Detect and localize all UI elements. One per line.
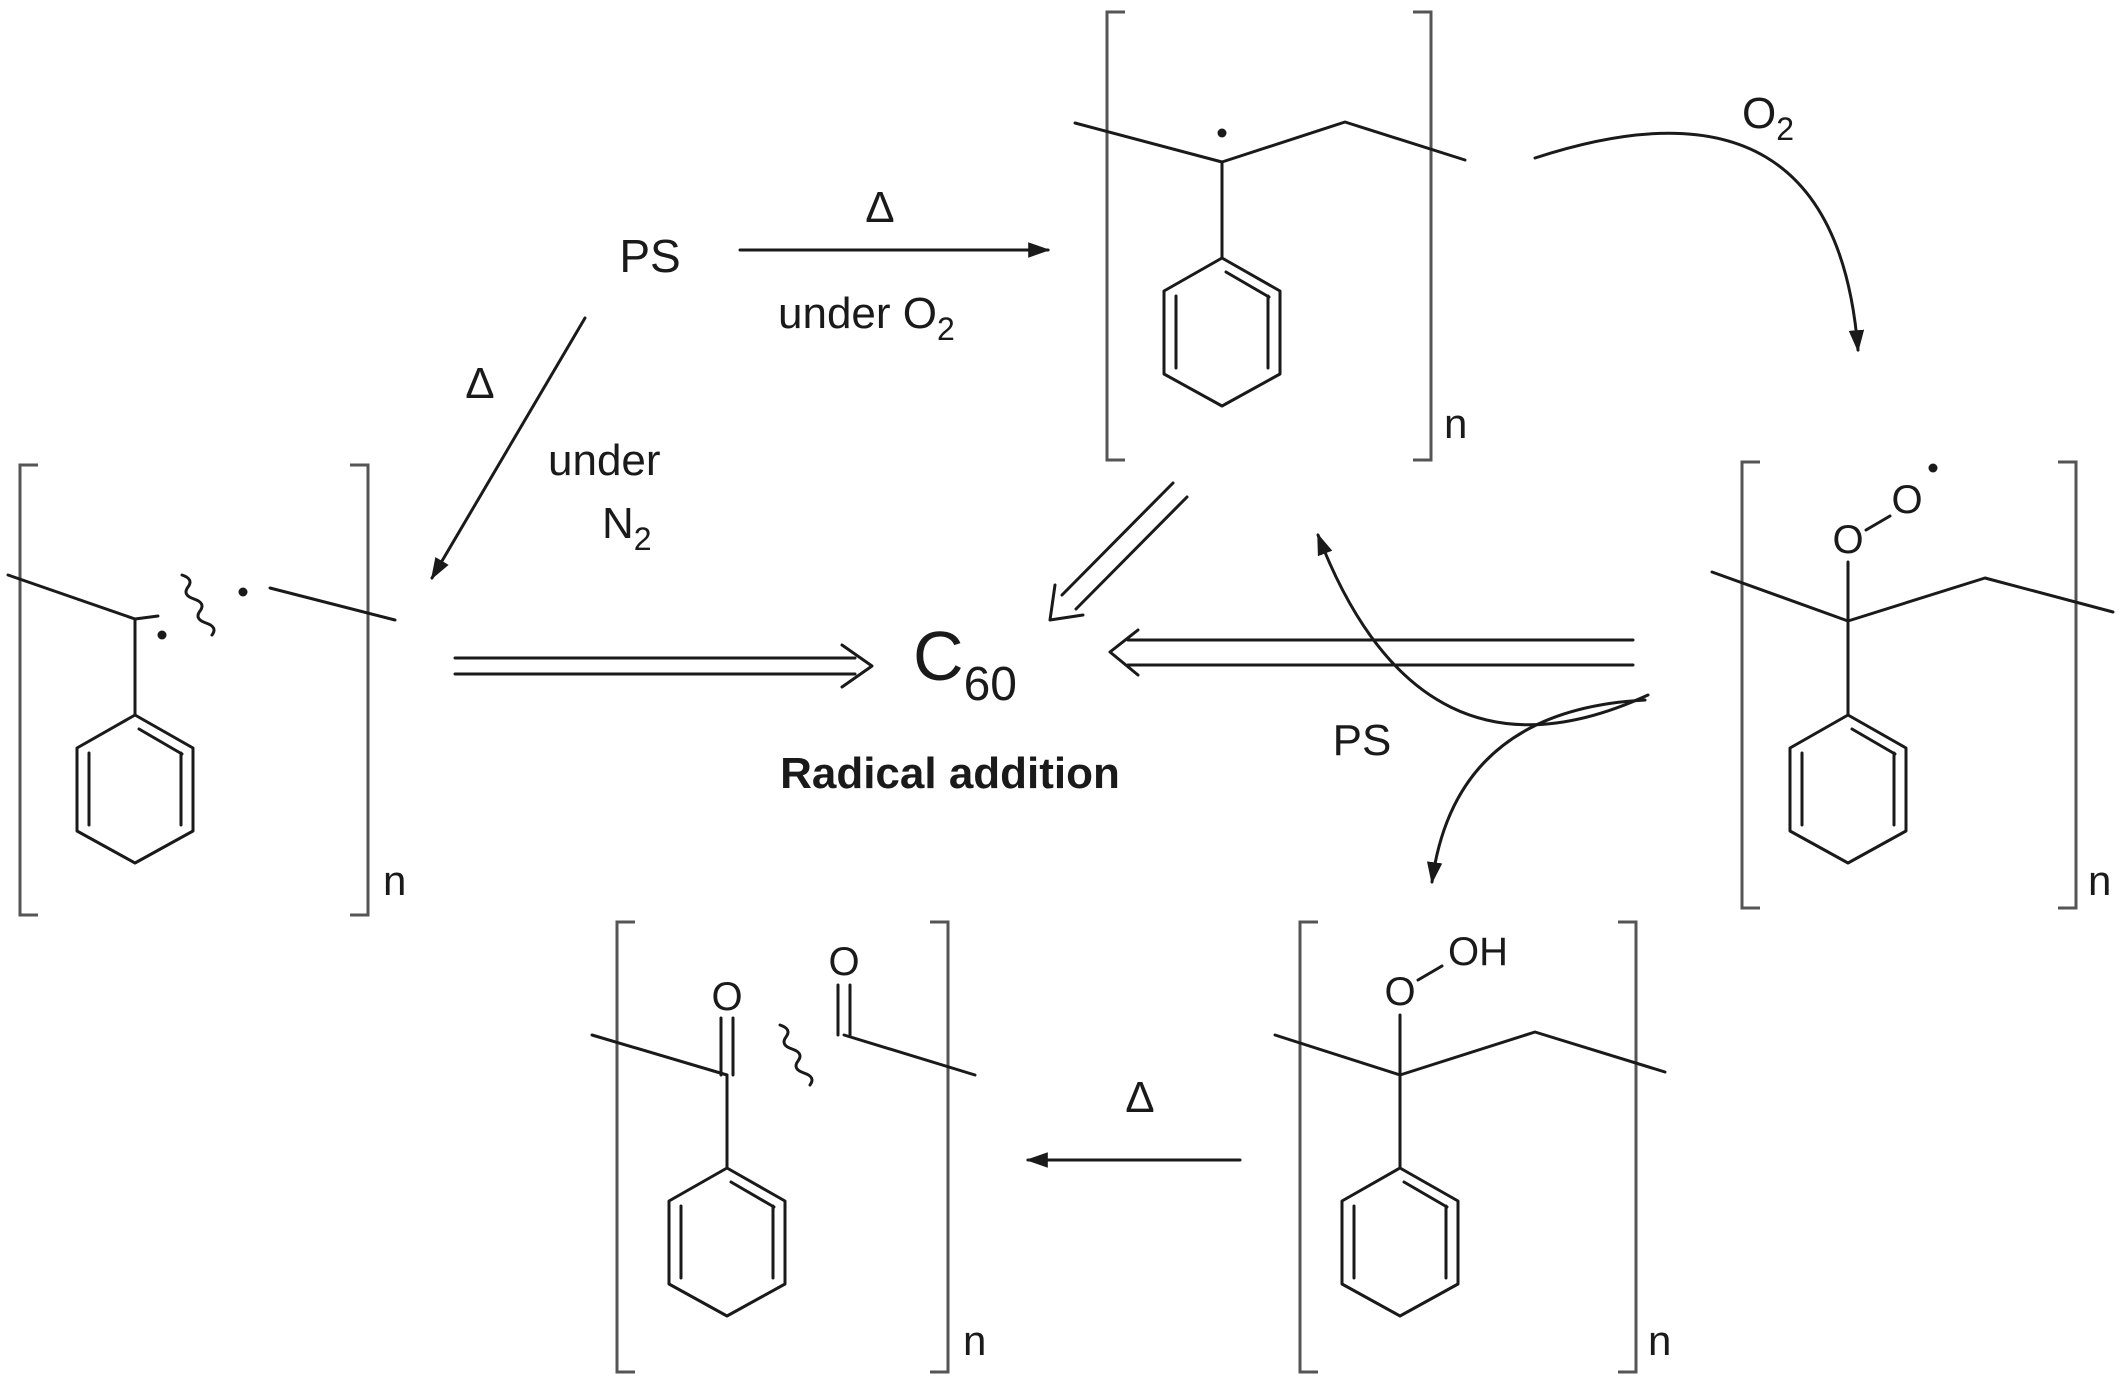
under-o2-label: under O2 [778,289,955,347]
o-o-bond [1416,964,1444,982]
radical-dot-right [238,587,248,597]
wavy-bond [180,573,216,637]
atom-o-2: O [1891,478,1922,522]
benzene-ring [1340,1166,1460,1318]
bracket-left [615,920,635,1374]
arrow-hydroperoxide-formation [1427,698,1647,885]
repeat-unit-n: n [963,1317,986,1364]
ps-label: PS [619,230,680,282]
delta-label-left: Δ [465,359,494,408]
radical-addition-label: Radical addition [780,749,1120,798]
repeat-unit-n: n [383,857,406,904]
repeat-unit-n: n [2088,857,2111,904]
o-o-bond [1864,514,1892,532]
o2-label: O2 [1742,89,1794,147]
arrow-o2-addition [1533,131,1865,353]
polymer-backbone-right [268,586,397,622]
left-diradical-structure: n [6,463,406,917]
polymer-backbone [1710,570,2115,623]
bracket-right [1618,920,1638,1374]
delta-label-bottom: Δ [1125,1073,1154,1122]
radical-dot [1928,463,1938,473]
arrow-ps-regeneration [1316,532,1650,727]
repeat-unit-n: n [1648,1317,1671,1364]
ps-label-right: PS [1333,716,1392,765]
delta-label-top: Δ [865,183,894,232]
double-arrow-left-to-c60 [453,643,874,689]
bracket-left [18,463,38,917]
radical-dot [1217,128,1227,138]
atom-oh: OH [1448,930,1508,974]
polymer-backbone [1273,1030,1667,1077]
wavy-bond [778,1023,814,1087]
c60-label: C60 [913,617,1017,711]
bracket-right [1413,10,1433,462]
under-label: under [548,436,661,485]
ketone-aldehyde-structure: O O n [590,920,986,1374]
top-radical-structure: n [1073,10,1467,462]
bracket-right [350,463,370,917]
peroxy-radical-structure: O O n [1710,460,2115,910]
bracket-right [930,920,950,1374]
atom-o: O [1384,970,1415,1014]
benzene-ring [1162,256,1282,408]
repeat-unit-n: n [1444,400,1467,447]
atom-o-ketone: O [711,975,742,1019]
polymer-backbone [1073,120,1467,164]
radical-dot-left [157,630,167,640]
bracket-left [1298,920,1318,1374]
n2-label: N2 [602,499,652,557]
benzene-ring [667,1166,787,1318]
double-arrow-top-to-c60 [1048,481,1189,622]
polymer-backbone [6,573,160,621]
benzene-ring [75,713,195,865]
polymer-backbone-left [590,1033,729,1077]
bracket-right [2058,460,2078,910]
bracket-left [1740,460,1760,910]
benzene-ring [1788,713,1908,865]
atom-o-aldehyde: O [828,940,859,984]
bracket-left [1105,10,1125,462]
atom-o-1: O [1832,518,1863,562]
arrow-ps-to-diradical [430,316,587,580]
double-arrow-right-to-c60 [1108,628,1635,677]
hydroperoxide-structure: O OH n [1273,920,1671,1374]
polymer-backbone-right [842,1033,977,1077]
